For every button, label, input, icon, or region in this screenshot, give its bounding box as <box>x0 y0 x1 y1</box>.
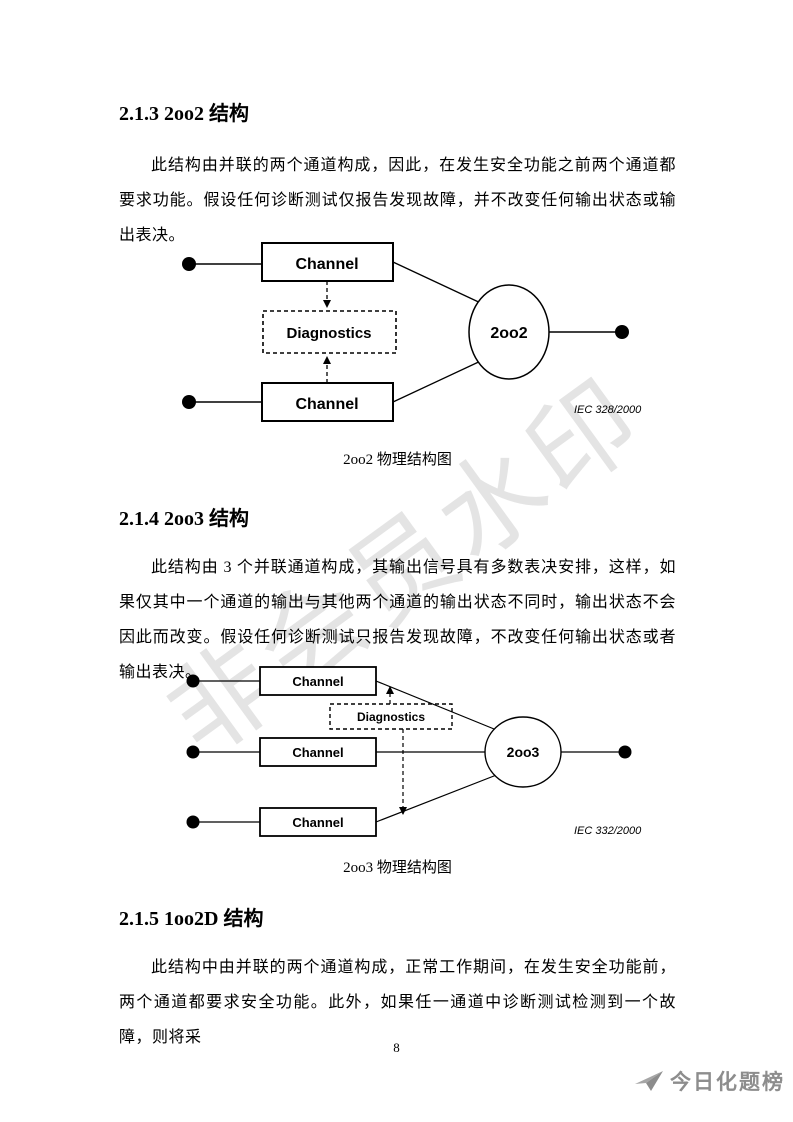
channel-label-1: Channel <box>292 674 343 689</box>
figure-caption-2oo2: 2oo2 物理结构图 <box>343 452 452 468</box>
channel-label-2: Channel <box>295 396 358 413</box>
section-heading-2-1-3: 2.1.3 2oo2 结构 <box>119 103 249 125</box>
section-heading-2-1-4: 2.1.4 2oo3 结构 <box>119 508 249 530</box>
diagnostics-label: Diagnostics <box>357 710 425 724</box>
section-paragraph-2-1-5: 此结构中由并联的两个通道构成，正常工作期间，在发生安全功能前，两个通道都要求安全… <box>119 959 676 1046</box>
figure-caption-2oo3: 2oo3 物理结构图 <box>343 860 452 876</box>
output-dot <box>618 745 632 759</box>
channel-label-2: Channel <box>292 745 343 760</box>
diagnostics-box <box>329 703 453 730</box>
connector-channel1-voter <box>392 261 486 306</box>
section-paragraph-2-1-3: 此结构由并联的两个通道构成，因此，在发生安全功能之前两个通道都要求功能。假设任何… <box>119 157 676 244</box>
brand-name: 今日化题榜 <box>670 1070 785 1094</box>
channel-box-3 <box>259 807 377 837</box>
connector-channel3-voter <box>375 773 500 823</box>
output-dot <box>615 325 629 339</box>
brand-footer: 今日化题榜 <box>634 1066 785 1096</box>
figure-2oo3-diagram: Channel Channel Channel Diagnostics 2oo3… <box>186 666 642 837</box>
iec-reference: IEC 328/2000 <box>574 404 642 416</box>
connector-channel1-voter <box>375 680 500 732</box>
diagnostics-label: Diagnostics <box>286 325 371 342</box>
voter-label: 2oo2 <box>490 325 527 342</box>
channel-label-3: Channel <box>292 815 343 830</box>
section-paragraph-2-1-4: 此结构由 3 个并联通道构成，其输出信号具有多数表决安排，这样，如果仅其中一个通… <box>119 559 676 681</box>
channel-box-1 <box>259 666 377 696</box>
channel-label-1: Channel <box>295 256 358 273</box>
voter-label: 2oo3 <box>507 744 540 760</box>
section-heading-2-1-5: 2.1.5 1oo2D 结构 <box>119 908 264 930</box>
iec-reference: IEC 332/2000 <box>574 825 642 837</box>
figure-2oo2-diagram: Channel Channel Diagnostics 2oo2 IEC 328… <box>182 242 642 422</box>
connector-channel2-voter <box>392 358 486 403</box>
page-number: 8 <box>393 1040 400 1055</box>
paper-plane-icon <box>635 1071 663 1091</box>
diagnostics-box <box>262 310 397 354</box>
